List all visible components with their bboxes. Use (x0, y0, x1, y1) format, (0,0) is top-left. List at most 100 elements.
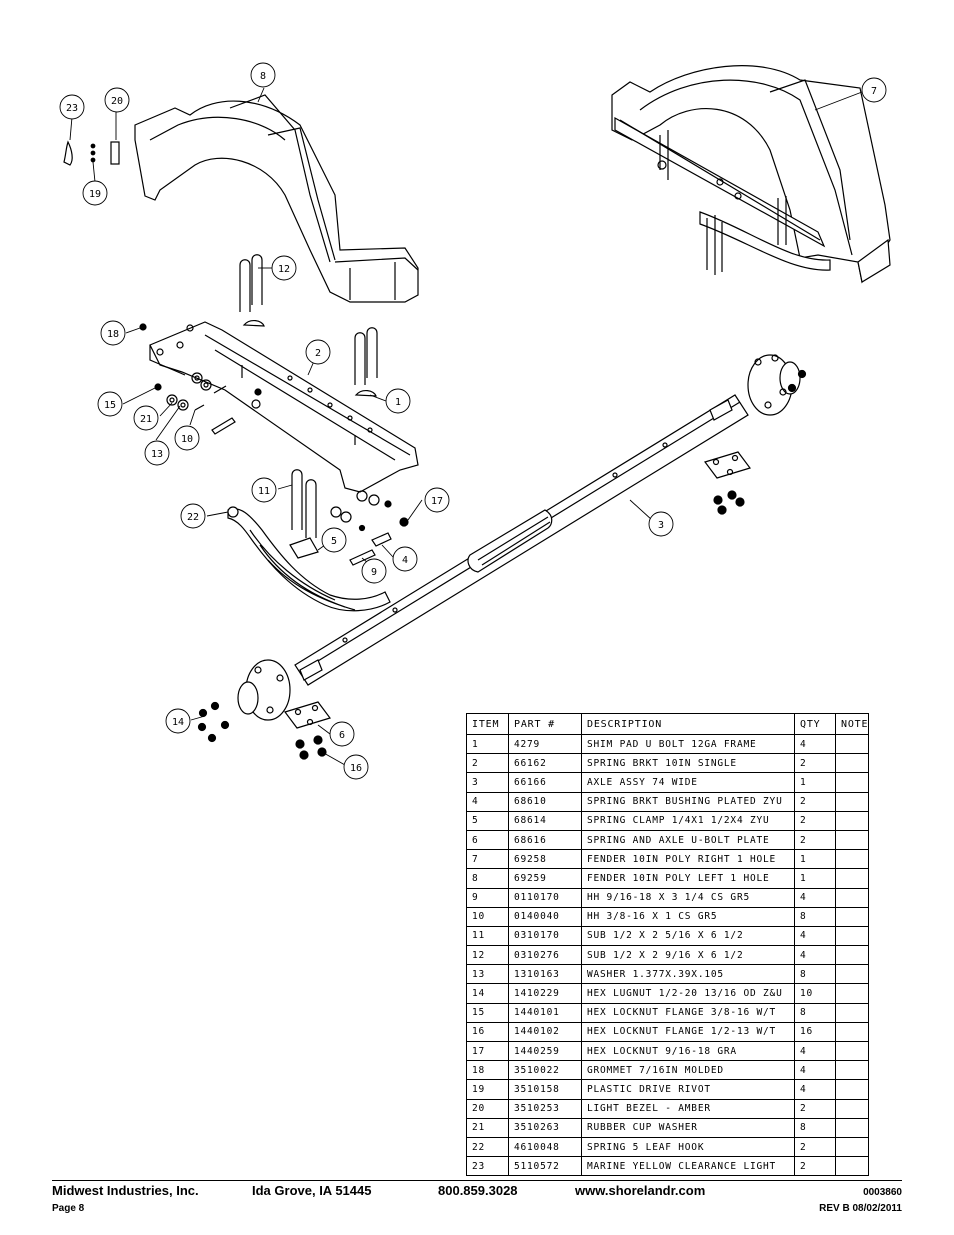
callout-5: 5 (321, 527, 347, 553)
cell-item: 2 (466, 753, 509, 774)
svg-text:21: 21 (140, 414, 152, 425)
cell-description: SPRING AND AXLE U-BOLT PLATE (581, 829, 795, 851)
callout-22: 22 (180, 503, 206, 529)
cell-description: SPRING 5 LEAF HOOK (581, 1136, 795, 1158)
cell-description: HEX LUGNUT 1/2-20 13/16 OD Z&U (581, 983, 795, 1004)
callout-17: 17 (424, 487, 450, 513)
footer-website: www.shorelandr.com (575, 1183, 706, 1198)
svg-text:23: 23 (66, 103, 78, 114)
cell-qty: 1 (794, 849, 836, 870)
cell-qty: 2 (794, 1098, 836, 1119)
cell-part-number: 4279 (508, 733, 582, 755)
cell-qty: 8 (794, 1117, 836, 1138)
cell-part-number: 66166 (508, 772, 582, 793)
cell-part-number: 68616 (508, 829, 582, 851)
svg-text:14: 14 (172, 717, 184, 728)
svg-text:8: 8 (260, 71, 266, 82)
cell-note (834, 1040, 870, 1062)
cell-qty: 1 (794, 772, 836, 793)
cell-description: SUB 1/2 X 2 9/16 X 6 1/2 (581, 945, 795, 966)
footer-rule (52, 1180, 902, 1181)
cell-qty: 8 (794, 964, 836, 985)
cell-item: 11 (466, 925, 509, 947)
cell-item: 3 (466, 772, 509, 793)
footer-company: Midwest Industries, Inc. (52, 1183, 199, 1198)
cell-part-number: 1440102 (508, 1021, 582, 1043)
svg-text:22: 22 (187, 512, 199, 523)
cell-qty: 2 (794, 810, 836, 831)
footer-revision: REV B 08/02/2011 (819, 1203, 902, 1214)
cell-description: HEX LOCKNUT 9/16-18 GRA (581, 1040, 795, 1062)
cell-qty: 4 (794, 1079, 836, 1100)
cell-qty: 16 (794, 1021, 836, 1043)
svg-text:13: 13 (151, 449, 163, 460)
callout-16: 16 (343, 754, 369, 780)
cell-note (834, 964, 870, 985)
callout-1: 1 (385, 388, 411, 414)
svg-text:7: 7 (871, 86, 877, 97)
cell-item: 13 (466, 964, 509, 985)
cell-item: 19 (466, 1079, 509, 1100)
cell-note (834, 906, 870, 927)
cell-description: SPRING BRKT BUSHING PLATED ZYU (581, 791, 795, 812)
cell-description: LIGHT BEZEL - AMBER (581, 1098, 795, 1119)
cell-note (834, 1098, 870, 1119)
svg-text:19: 19 (89, 189, 101, 200)
svg-text:3: 3 (658, 520, 664, 531)
cell-qty: 2 (794, 1136, 836, 1158)
callout-6: 6 (329, 721, 355, 747)
cell-note (834, 925, 870, 947)
callout-10: 10 (174, 425, 200, 451)
cell-note (834, 1136, 870, 1158)
cell-item: 21 (466, 1117, 509, 1138)
callout-4: 4 (392, 546, 418, 572)
cell-item: 14 (466, 983, 509, 1004)
cell-description: RUBBER CUP WASHER (581, 1117, 795, 1138)
cell-qty: 1 (794, 868, 836, 889)
cell-qty: 4 (794, 925, 836, 947)
cell-qty: 2 (794, 829, 836, 851)
callout-21: 21 (133, 405, 159, 431)
cell-item: 18 (466, 1060, 509, 1081)
cell-note (834, 1021, 870, 1043)
callout-8: 8 (250, 62, 276, 88)
cell-qty: 4 (794, 945, 836, 966)
svg-text:16: 16 (350, 763, 362, 774)
svg-text:4: 4 (402, 555, 408, 566)
svg-text:12: 12 (278, 264, 290, 275)
cell-item: 16 (466, 1021, 509, 1043)
cell-item: 10 (466, 906, 509, 927)
cell-item: 17 (466, 1040, 509, 1062)
callout-13: 13 (144, 440, 170, 466)
cell-note (834, 829, 870, 851)
cell-part-number: 0310170 (508, 925, 582, 947)
cell-item: 15 (466, 1002, 509, 1023)
cell-note (834, 1156, 870, 1177)
cell-description: AXLE ASSY 74 WIDE (581, 772, 795, 793)
svg-text:18: 18 (107, 329, 119, 340)
footer-city: Ida Grove, IA 51445 (252, 1183, 372, 1198)
cell-part-number: 66162 (508, 753, 582, 774)
footer-phone: 800.859.3028 (438, 1183, 518, 1198)
cell-part-number: 69258 (508, 849, 582, 870)
footer-page-number: Page 8 (52, 1203, 85, 1214)
cell-part-number: 3510253 (508, 1098, 582, 1119)
svg-text:10: 10 (181, 434, 193, 445)
callout-3: 3 (648, 511, 674, 537)
cell-description: HH 3/8-16 X 1 CS GR5 (581, 906, 795, 927)
cell-part-number: 1410229 (508, 983, 582, 1004)
callout-14: 14 (165, 708, 191, 734)
svg-text:1: 1 (395, 397, 401, 408)
cell-qty: 2 (794, 791, 836, 812)
cell-note (834, 733, 870, 755)
